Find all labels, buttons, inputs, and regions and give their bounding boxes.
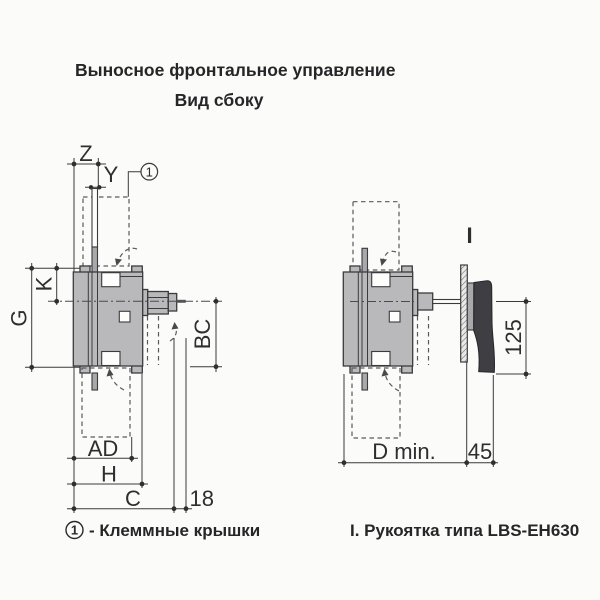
legend-handle-note: I. Рукоятка типа LBS-EH630 (350, 521, 579, 540)
page-subtitle: Вид сбоку (175, 90, 264, 110)
shaft-through-panel (412, 288, 470, 317)
switch-body-right (342, 271, 414, 367)
dim-label-y: Y (104, 162, 119, 187)
dim-label-k: K (32, 276, 57, 291)
legend-terminal-covers: - Клеммные крышки (89, 521, 260, 540)
handle-lever (473, 280, 496, 373)
dim-h: H (67, 374, 148, 488)
dim-label-ad: AD (88, 436, 119, 461)
operating-rod-right (361, 247, 369, 391)
terminal-cover-bottom-dashed (81, 367, 131, 438)
shaft-tip (176, 299, 186, 303)
dashed-hints (106, 247, 179, 391)
dim-label-125: 125 (501, 319, 526, 356)
callout-terminal-cover: 1 (127, 162, 159, 197)
dim-label-g: G (7, 309, 32, 326)
legend-marker-circle (65, 520, 84, 540)
dim-ad: AD (67, 436, 138, 462)
terminal-cover-top-dashed-right (352, 201, 400, 271)
dim-dmin-45: D min. 45 (338, 362, 498, 467)
dashed-hints-right (380, 250, 430, 392)
dim-label-z: Z (79, 141, 92, 166)
handle-label: I (466, 223, 472, 248)
handle (466, 280, 496, 373)
left-view: Z Y 1 (7, 141, 222, 513)
dim-label-c: C (125, 486, 141, 511)
dim-label-dmin: D min. (372, 439, 436, 464)
dim-125: 125 (496, 297, 531, 379)
mounting-panel (460, 264, 468, 363)
dim-z: Z (67, 141, 106, 186)
dim-label-bc: BC (190, 319, 215, 350)
right-view: I 125 (338, 201, 531, 467)
terminal-cover-bottom-dashed-right (351, 367, 401, 439)
page-title: Выносное фронтальное управление (75, 60, 396, 80)
callout-number: 1 (146, 164, 153, 179)
dim-c-18: C 18 (67, 486, 214, 512)
dim-label-h: H (101, 462, 117, 487)
switch-body (72, 271, 144, 367)
legend-marker-number: 1 (71, 523, 78, 538)
dim-label-45: 45 (468, 439, 492, 464)
dim-label-18: 18 (190, 486, 214, 511)
shaft-mechanism (142, 288, 186, 317)
dim-bc: BC (190, 297, 222, 372)
terminal-cover-top-dashed (82, 196, 130, 267)
legend: 1 - Клеммные крышки I. Рукоятка типа LBS… (65, 520, 579, 540)
dim-g-k: G K (7, 263, 80, 372)
dim-y: Y (85, 162, 119, 190)
